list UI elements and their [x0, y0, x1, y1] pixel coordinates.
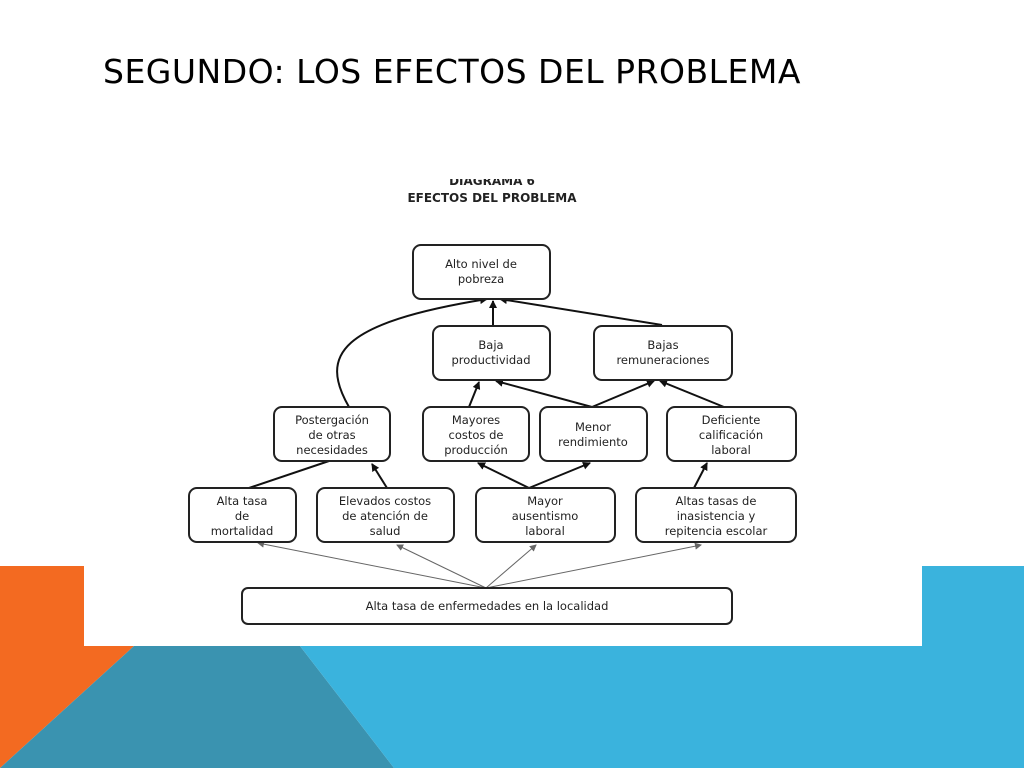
node-label: productividad: [451, 353, 530, 367]
node-label: Menor: [575, 420, 611, 434]
node-label: salud: [370, 524, 401, 538]
node-label: pobreza: [458, 272, 504, 286]
diagram-image: DIAGRAMA 6 EFECTOS DEL PROBLEMA Alto niv…: [84, 155, 922, 646]
edge-inasistencia-deficiente: [693, 462, 708, 489]
node-mayor-ausentismo: Mayor ausentismo laboral: [475, 487, 616, 543]
node-label: Alta tasa: [217, 494, 268, 508]
node-label: inasistencia y: [677, 509, 756, 523]
edge-deficiente-remuneraciones: [659, 379, 725, 408]
node-label: de: [235, 509, 249, 523]
edge-postergacion-pobreza: [336, 296, 488, 408]
node-label: Mayores: [452, 413, 500, 427]
node-label: repitencia escolar: [665, 524, 768, 538]
node-label: remuneraciones: [616, 353, 709, 367]
edge-enfermedades-mortalidad: [257, 540, 487, 589]
edge-remuneraciones-pobreza: [499, 296, 663, 326]
node-label: Bajas: [647, 338, 678, 352]
edge-rendimiento-remuneraciones: [591, 380, 655, 408]
blue-band: [300, 566, 1024, 768]
node-postergacion: Postergación de otras necesidades: [273, 406, 391, 462]
node-label: necesidades: [296, 443, 368, 457]
node-label: Mayor: [527, 494, 563, 508]
node-elevados-costos-salud: Elevados costos de atención de salud: [316, 487, 455, 543]
edge-mortalidad-postergacion: [248, 460, 330, 489]
edge-ausentismo-costos: [477, 462, 530, 489]
node-label: laboral: [711, 443, 751, 457]
edge-enfermedades-inasistencia: [485, 542, 702, 589]
edge-salud-postergacion: [371, 463, 388, 489]
node-label: mortalidad: [211, 524, 274, 538]
edge-rendimiento-productividad: [495, 378, 593, 408]
node-label: de otras: [308, 428, 355, 442]
edge-ausentismo-rendimiento: [528, 461, 591, 489]
node-label: Alto nivel de: [445, 257, 517, 271]
diagram-header-number: DIAGRAMA 6: [449, 174, 535, 188]
node-label: rendimiento: [558, 435, 628, 449]
edge-enfermedades-ausentismo: [485, 544, 537, 589]
node-label: Baja: [478, 338, 503, 352]
node-alto-nivel-pobreza: Alto nivel de pobreza: [412, 244, 551, 300]
node-menor-rendimiento: Menor rendimiento: [539, 406, 648, 462]
node-deficiente-calificacion: Deficiente calificación laboral: [666, 406, 797, 462]
diagram-header-title: EFECTOS DEL PROBLEMA: [407, 191, 577, 205]
node-label: Postergación: [295, 413, 369, 427]
node-label: de atención de: [342, 509, 428, 523]
edge-costos-productividad: [468, 381, 481, 408]
node-label: Deficiente: [702, 413, 761, 427]
page-title: SEGUNDO: LOS EFECTOS DEL PROBLEMA: [103, 52, 801, 91]
node-label: laboral: [525, 524, 565, 538]
node-label: ausentismo: [512, 509, 579, 523]
node-label: costos de: [449, 428, 504, 442]
node-mayores-costos: Mayores costos de producción: [422, 406, 530, 462]
node-label: Alta tasa de enfermedades en la localida…: [366, 599, 609, 613]
node-label: Altas tasas de: [676, 494, 757, 508]
node-alta-tasa-enfermedades: Alta tasa de enfermedades en la localida…: [241, 587, 733, 625]
node-altas-tasas-inasistencia: Altas tasas de inasistencia y repitencia…: [635, 487, 797, 543]
teal-shape: [0, 646, 394, 768]
node-label: calificación: [699, 428, 763, 442]
node-alta-tasa-mortalidad: Alta tasa de mortalidad: [188, 487, 297, 543]
edge-enfermedades-salud: [396, 544, 487, 589]
node-bajas-remuneraciones: Bajas remuneraciones: [593, 325, 733, 381]
effects-tree-diagram: DIAGRAMA 6 EFECTOS DEL PROBLEMA Alto niv…: [188, 174, 797, 625]
node-label: Elevados costos: [339, 494, 431, 508]
node-baja-productividad: Baja productividad: [432, 325, 551, 381]
node-label: producción: [444, 443, 508, 457]
orange-triangle: [0, 566, 134, 768]
